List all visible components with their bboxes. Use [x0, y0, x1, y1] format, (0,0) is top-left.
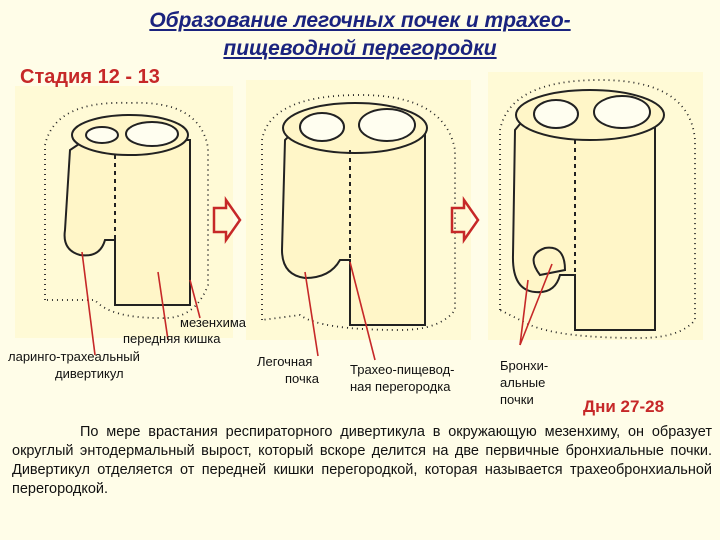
label-lung-bud-2: почка [285, 371, 319, 386]
label-laryngotracheal-2: дивертикул [55, 366, 124, 381]
pointer-septum [349, 261, 376, 361]
pointer-bronchial-2 [519, 263, 553, 346]
days-label: Дни 27-28 [583, 397, 665, 416]
label-septum-1: Трахео-пищевод- [350, 362, 455, 377]
pointer-laryngotracheal [81, 251, 96, 356]
pointer-mesenchyme [189, 279, 201, 319]
label-bronchial-2: альные [500, 375, 546, 390]
stage-arrow-1 [212, 196, 242, 244]
label-mesenchyme: мезенхима [180, 315, 247, 330]
stage-label: Стадия 12 - 13 [20, 66, 160, 88]
pointer-lung-bud [304, 271, 319, 357]
panel-3-figure [499, 79, 696, 339]
panel-2-lumen-left [299, 112, 345, 142]
pointer-bronchial-1 [519, 279, 529, 346]
label-laryngotracheal-1: ларинго-трахеальный [8, 349, 140, 364]
panel-2-mesenchyme-outline [261, 94, 456, 331]
pointer-foregut [157, 271, 169, 341]
panel-3-foregut [511, 110, 656, 331]
panel-3-bronchial-bud [532, 246, 567, 277]
label-bronchial-3: почки [500, 392, 534, 407]
panel-2-lumen-right [358, 108, 416, 142]
label-lung-bud-1: Легочная [257, 354, 313, 369]
label-septum-2: ная перегородка [350, 379, 451, 394]
panel-3-lumen-left [533, 99, 579, 129]
stage-arrow-2 [450, 196, 480, 244]
title-line-1: Образование легочных почек и трахео- [149, 9, 571, 32]
description-text: По мере врастания респираторного диверти… [12, 424, 712, 497]
pointer-lines [81, 251, 553, 361]
panel-3-lumen-right [593, 95, 651, 129]
panel-2-foregut [280, 123, 426, 326]
panel-1-lumen-right [125, 121, 179, 147]
panel-2-figure [261, 94, 456, 331]
label-foregut: передняя кишка [123, 331, 221, 346]
title-line-2: пищеводной перегородки [223, 37, 497, 60]
panel-1-figure [44, 101, 209, 319]
panel-1-lumen-left [85, 126, 119, 144]
label-bronchial-1: Бронхи- [500, 358, 549, 373]
